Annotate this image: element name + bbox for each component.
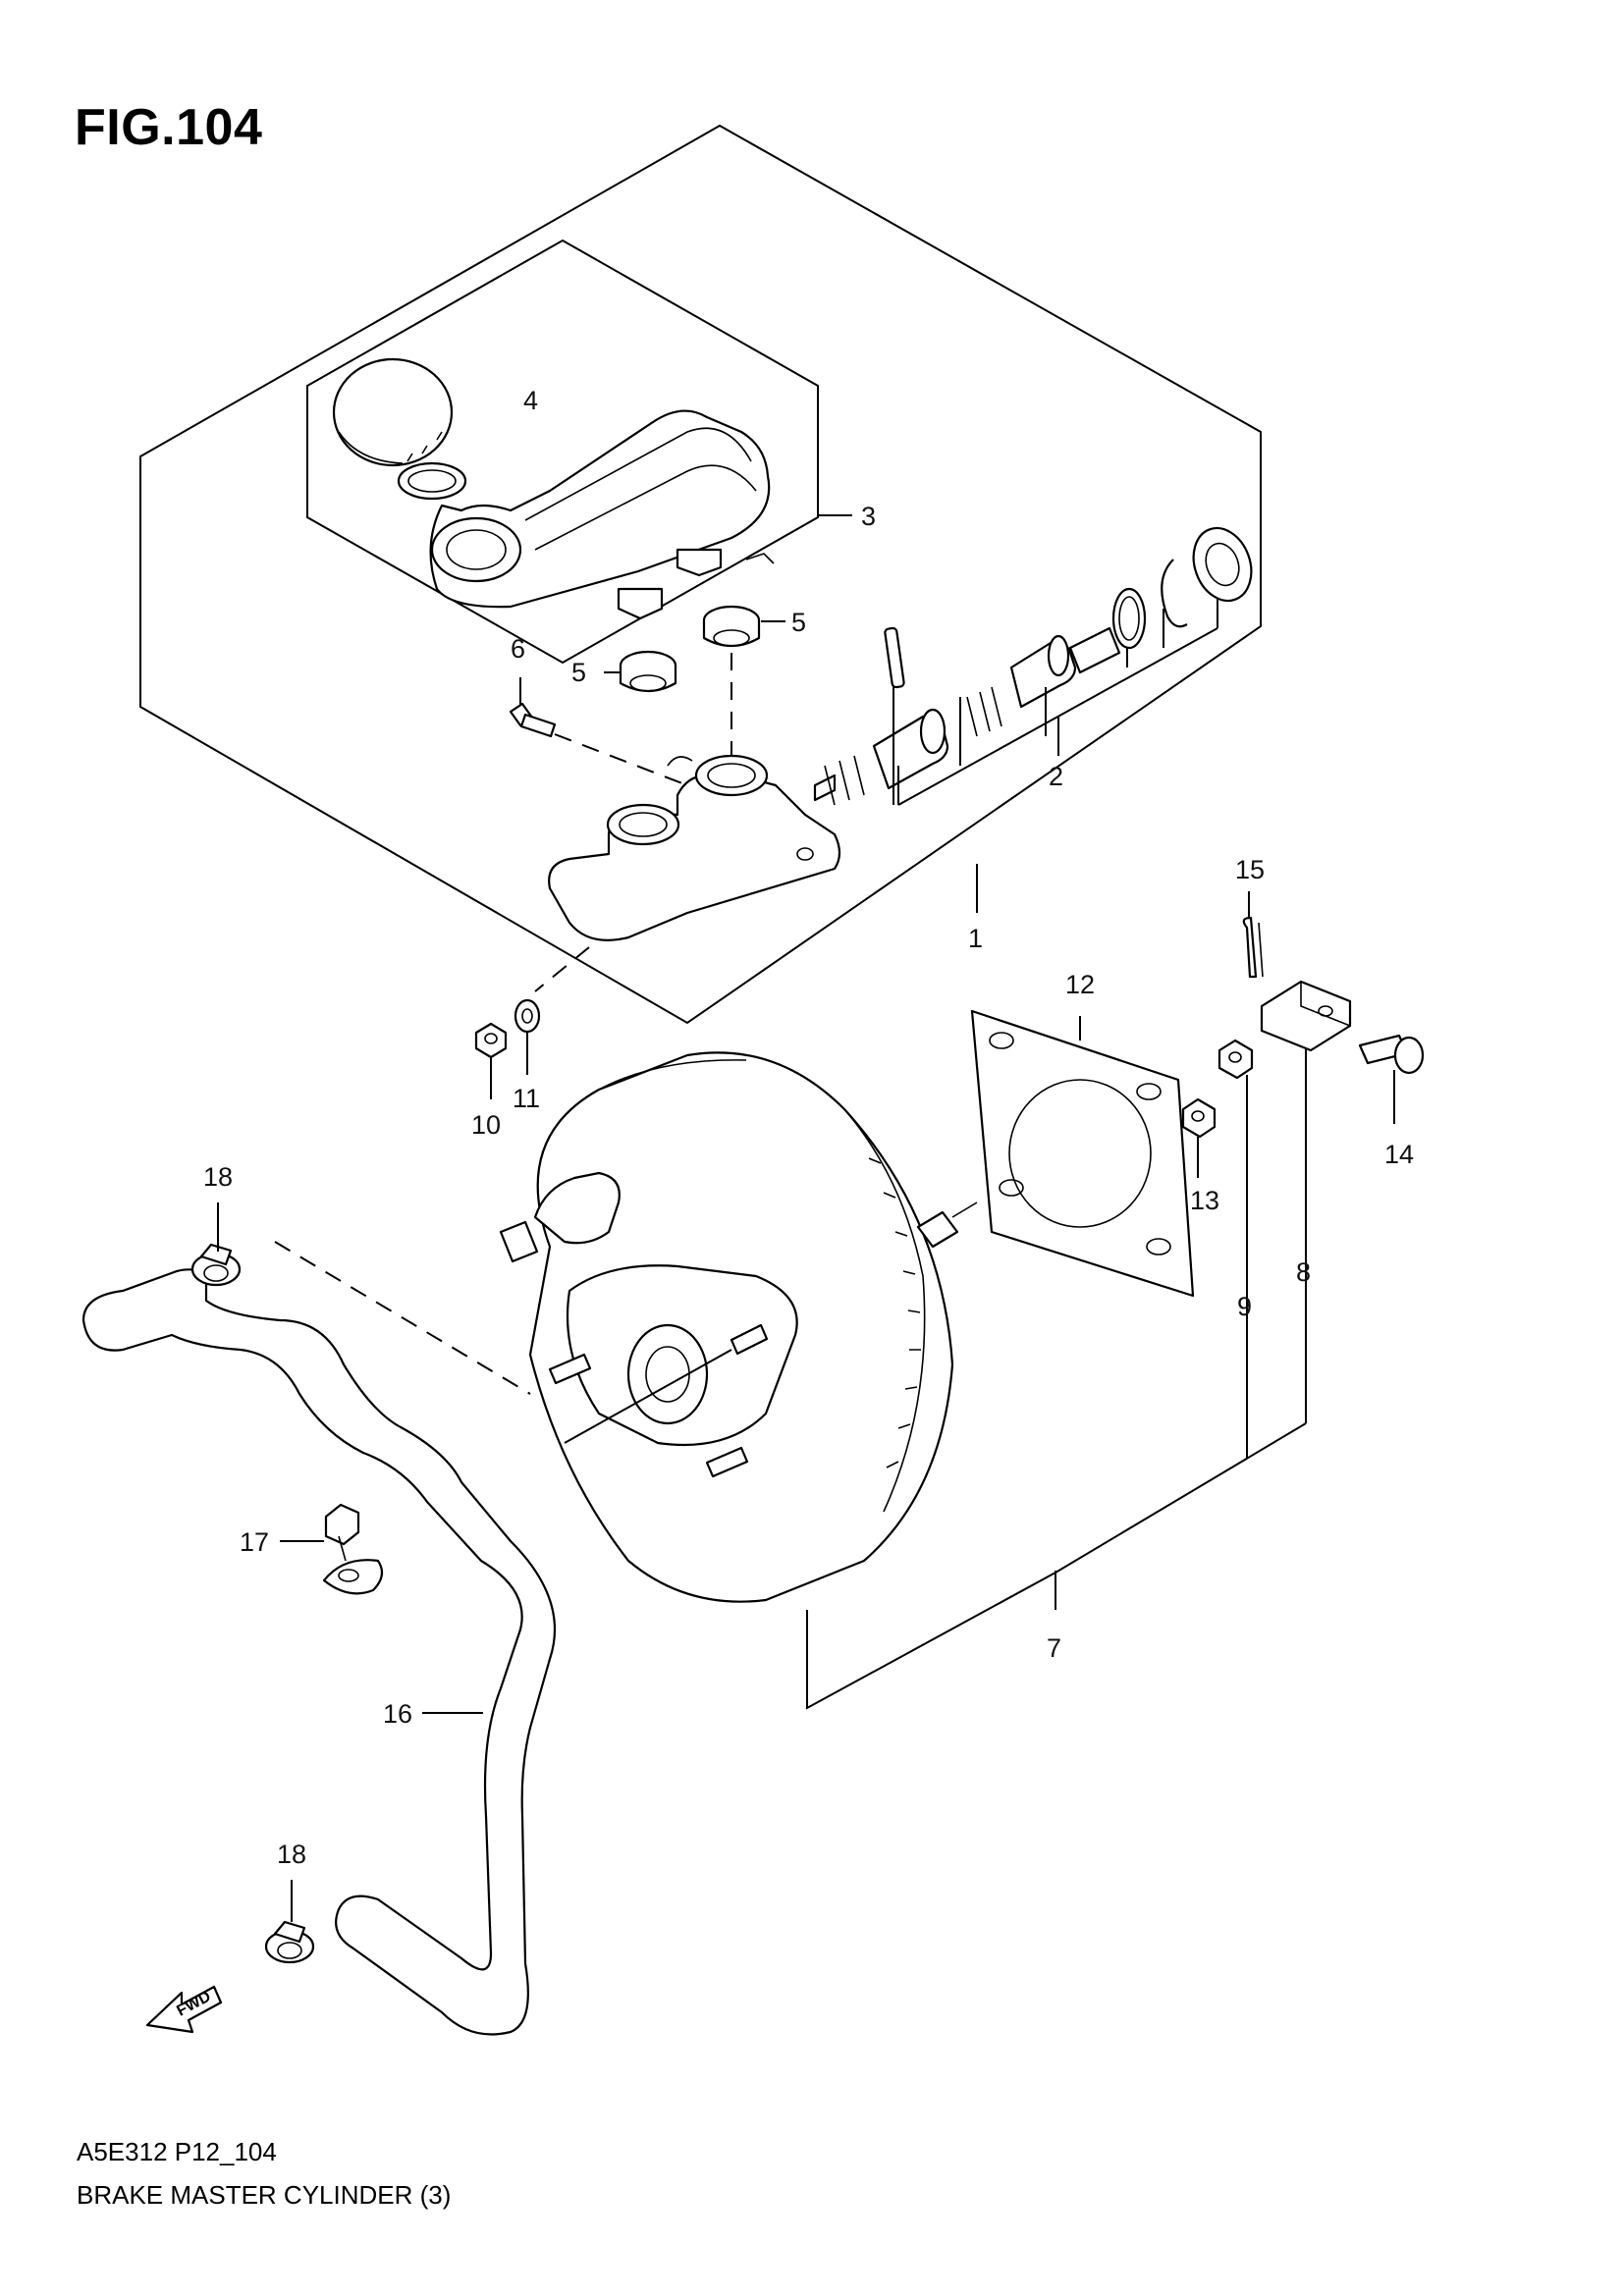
- clevis-pin: [1358, 1034, 1425, 1075]
- callout-1: 1: [968, 924, 983, 953]
- stud-line: [564, 1349, 732, 1444]
- piston-kit-bracket: [893, 599, 1218, 806]
- master-cylinder-body: [548, 754, 841, 941]
- callout-18-upper: 18: [203, 1162, 233, 1192]
- dash-body-to-washer: [534, 946, 590, 992]
- figure-title: FIG.104: [75, 99, 263, 156]
- reservoir-assembly-box: [306, 239, 819, 665]
- gasket: [970, 1009, 1195, 1298]
- master-cylinder-assembly-box: [139, 124, 1262, 1025]
- callout-10: 10: [471, 1110, 501, 1140]
- callout-16: 16: [383, 1699, 412, 1729]
- callout-14: 14: [1384, 1140, 1414, 1169]
- callout-12: 12: [1065, 970, 1095, 999]
- hose-clip: [322, 1503, 384, 1595]
- callout-5-lower: 5: [571, 658, 586, 687]
- reservoir-cap: [332, 357, 467, 501]
- callout-6: 6: [511, 634, 525, 664]
- fwd-arrow-icon: FWD: [145, 1985, 223, 2034]
- callout-8: 8: [1296, 1257, 1311, 1287]
- piston-kit: [813, 526, 1253, 806]
- dash-hose-to-booster: [274, 1241, 531, 1395]
- callout-9: 9: [1237, 1292, 1252, 1321]
- grommet-upper: [702, 605, 761, 648]
- callout-5-upper: 5: [791, 608, 806, 637]
- nut: [474, 1022, 508, 1059]
- callout-18-lower: 18: [277, 1840, 306, 1869]
- dash-screw-to-body: [554, 733, 688, 786]
- callout-2: 2: [1049, 762, 1063, 791]
- callout-3: 3: [861, 502, 876, 531]
- grommet-lower: [619, 650, 677, 693]
- nut-13: [1181, 1097, 1217, 1139]
- footer-diagram-code: A5E312 P12_104: [77, 2137, 277, 2166]
- booster-bracket: [806, 1021, 1307, 1710]
- callout-13: 13: [1190, 1186, 1219, 1215]
- footer-caption: BRAKE MASTER CYLINDER (3): [77, 2180, 452, 2210]
- hose-clamp-lower: [264, 1920, 315, 1964]
- vacuum-hose: [81, 1268, 557, 2036]
- cotter-pin: [1242, 916, 1264, 979]
- callout-17: 17: [240, 1527, 269, 1557]
- screw: [509, 702, 557, 738]
- hose-clamp-upper: [190, 1243, 242, 1287]
- callout-11: 11: [513, 1084, 540, 1113]
- reservoir-tank: [429, 409, 775, 620]
- nut-9: [1217, 1039, 1254, 1080]
- callout-7: 7: [1047, 1633, 1061, 1663]
- callout-15: 15: [1235, 855, 1265, 884]
- washer: [514, 998, 541, 1034]
- clevis: [1260, 980, 1352, 1052]
- callout-4: 4: [523, 386, 538, 415]
- brake-booster: [499, 1051, 978, 1603]
